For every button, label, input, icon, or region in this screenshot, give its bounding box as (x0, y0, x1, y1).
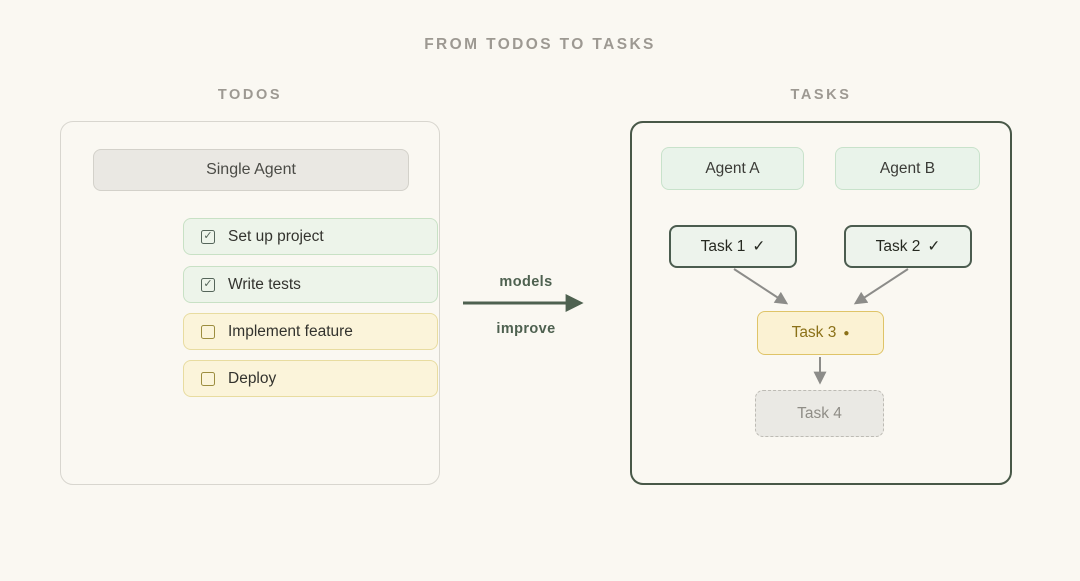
single-agent-label: Single Agent (206, 161, 296, 178)
transition-label-improve: improve (496, 321, 556, 337)
checkbox-unchecked-icon (201, 324, 215, 339)
agent-a-box: Agent A (661, 147, 804, 190)
check-glyph: ✓ (203, 278, 213, 290)
agent-a-label: Agent A (705, 159, 760, 177)
todos-panel: Single Agent ✓ Set up project ✓ Write te… (60, 121, 440, 485)
tasks-panel (630, 121, 1012, 485)
todo-item-implement-feature: Implement feature (183, 313, 438, 350)
todo-item-label: Implement feature (228, 322, 353, 340)
task-2-node: Task 2 ✓ (844, 225, 972, 268)
agent-b-box: Agent B (835, 147, 980, 190)
task-3-node: Task 3 ● (757, 311, 884, 355)
todos-column-header: TODOS (217, 87, 283, 103)
task-in-progress-dot-icon: ● (843, 327, 850, 339)
task-4-label: Task 4 (797, 404, 842, 422)
todo-item-deploy: Deploy (183, 360, 438, 397)
todo-item-label: Set up project (228, 227, 324, 245)
task-done-check-icon: ✓ (927, 238, 941, 255)
todo-item-label: Deploy (228, 369, 277, 387)
task-1-node: Task 1 ✓ (669, 225, 797, 268)
task-2-label: Task 2 (875, 237, 921, 255)
agent-b-label: Agent B (879, 159, 936, 177)
transition-label-models: models (499, 274, 553, 290)
task-3-label: Task 3 (791, 324, 837, 341)
todo-item-set-up-project: ✓ Set up project (183, 218, 438, 255)
single-agent-box: Single Agent (93, 149, 409, 191)
task-done-check-icon: ✓ (752, 238, 766, 255)
checkbox-checked-icon: ✓ (201, 277, 215, 292)
task-4-node: Task 4 (755, 390, 884, 437)
task-1-label: Task 1 (700, 237, 746, 255)
check-glyph: ✓ (203, 230, 213, 242)
checkbox-checked-icon: ✓ (201, 229, 215, 244)
diagram-title: FROM TODOS TO TASKS (424, 36, 656, 53)
todo-item-write-tests: ✓ Write tests (183, 266, 438, 303)
todo-item-label: Write tests (228, 275, 301, 293)
tasks-column-header: TASKS (790, 87, 852, 103)
checkbox-unchecked-icon (201, 371, 215, 386)
